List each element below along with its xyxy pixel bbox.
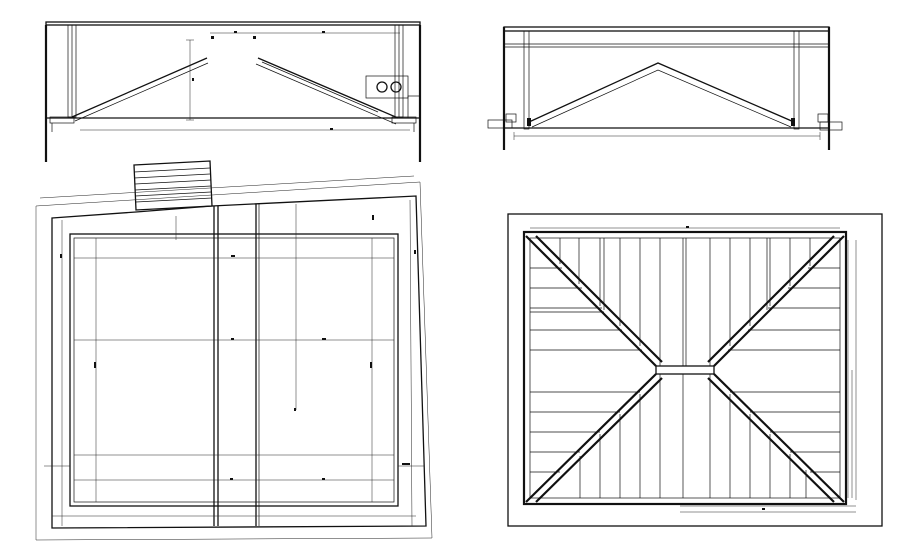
section-gutter-box bbox=[365, 75, 409, 99]
elevation-top-beam bbox=[503, 26, 830, 32]
plan-outer-wall bbox=[51, 195, 427, 529]
front-elevation-view bbox=[487, 26, 843, 150]
roof-plan-left-rafters bbox=[530, 267, 642, 473]
section-gutter-pipe-1 bbox=[376, 81, 388, 93]
roof-plan-hip-rafters bbox=[525, 235, 845, 503]
roof-plan-top-rafters bbox=[559, 238, 811, 366]
elevation-roof-ridge bbox=[528, 62, 795, 123]
roof-plan-frame bbox=[522, 230, 848, 506]
roof-plan-right-rafters bbox=[728, 267, 840, 473]
section-top-beam bbox=[45, 21, 421, 26]
plan-inner-frame bbox=[69, 233, 399, 507]
roof-plan-border bbox=[507, 213, 883, 527]
section-gutter-pipe-2 bbox=[390, 81, 402, 93]
section-right-rafter bbox=[257, 57, 399, 119]
roof-section-view bbox=[44, 21, 422, 162]
roof-plan-ridge-beam bbox=[655, 365, 715, 375]
roof-plan-bottom-rafters bbox=[579, 374, 807, 498]
section-left-rafter bbox=[71, 57, 208, 118]
floor-plan-view bbox=[35, 160, 433, 541]
plan-outer-dimension-frame bbox=[35, 181, 433, 541]
roof-plan-view bbox=[507, 213, 883, 527]
